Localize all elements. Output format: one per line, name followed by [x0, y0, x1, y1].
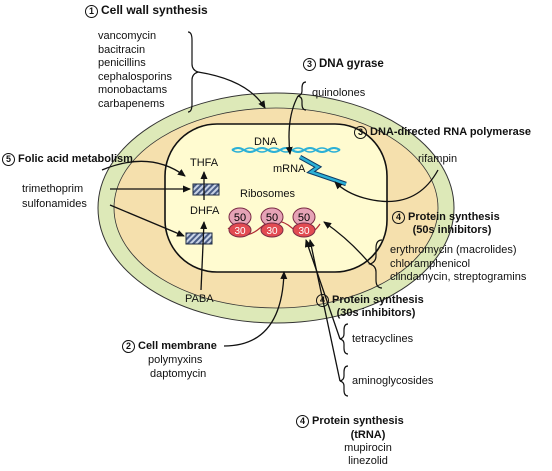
thfa-label: THFA — [190, 157, 219, 169]
cell-membrane-arrow — [223, 271, 288, 347]
cell-wall-arrow — [197, 71, 266, 109]
cell-wall-brace — [187, 31, 200, 113]
protein-trna-title-line2: (tRNA) — [350, 429, 386, 441]
ribosome-1: 50 30 — [228, 207, 252, 238]
tetracyclines-brace — [339, 323, 349, 355]
drug-name: tetracyclines — [352, 333, 414, 345]
protein-50s-title-line2: (50s inhibitors) — [412, 224, 492, 236]
drug-name: carbapenems — [98, 97, 165, 110]
drug-name: quinolones — [312, 87, 366, 99]
paba-to-dhfa-arrow — [200, 221, 208, 291]
sulfonamides-arrow — [109, 204, 185, 237]
dna-gyrase-title: DNA gyrase — [319, 58, 384, 70]
protein-30s-title-line1: Protein synthesis — [332, 294, 424, 306]
dhfa-label: DHFA — [190, 205, 220, 217]
mrna-label: mRNA — [273, 163, 306, 175]
protein-50s-drug-list: erythromycin (macrolides) chloramphenico… — [390, 244, 526, 285]
ribosome-small-label: 30 — [298, 226, 310, 237]
drug-name: erythromycin (macrolides) — [390, 244, 517, 256]
drug-name: rifampin — [418, 153, 458, 165]
ribosomes-label: Ribosomes — [240, 188, 296, 200]
aminoglycosides-brace — [339, 365, 349, 397]
folic-acid-pointer — [101, 160, 186, 177]
dhfa-reductase-block — [192, 183, 220, 196]
drug-name: penicillins — [98, 57, 146, 70]
step-number-badge: 3 — [354, 126, 367, 139]
drug-name: trimethoprim — [22, 183, 84, 195]
drug-name: monobactams — [98, 84, 168, 97]
protein-30s-title-line2: (30s inhibitors) — [336, 307, 416, 319]
rna-polymerase-arrow — [334, 169, 439, 203]
drug-name: aminoglycosides — [352, 375, 434, 387]
protein-trna-title-line1: Protein synthesis — [312, 415, 404, 427]
ribosome-3: 50 30 — [292, 207, 316, 238]
paba-label: PABA — [185, 293, 214, 305]
cell-wall-drug-list: vancomycin bacitracin penicillins cephal… — [98, 30, 172, 112]
ribosome-small-label: 30 — [266, 226, 278, 237]
dna-label: DNA — [254, 136, 278, 148]
ribosome-2: 50 30 — [260, 207, 284, 238]
protein-50s-title-line1: Protein synthesis — [408, 211, 500, 223]
ribosome-large-label: 50 — [266, 212, 278, 224]
ribosome-30s-subunit — [228, 222, 252, 238]
drug-name: vancomycin — [98, 30, 157, 42]
cell-membrane-title: Cell membrane — [138, 340, 217, 352]
ribosome-30s-subunit — [292, 222, 316, 238]
drug-name: chloramphenicol — [390, 257, 471, 270]
drug-name: sulfonamides — [22, 198, 87, 210]
protein-30s-arrow-a — [304, 239, 341, 340]
cell-membrane-cytoplasm — [164, 123, 388, 273]
rna-polymerase-title: DNA-directed RNA polymerase — [370, 126, 531, 138]
step-number-badge: 4 — [392, 211, 405, 224]
drug-name: cephalosporins — [98, 70, 172, 83]
folic-acid-title: Folic acid metabolism — [18, 153, 133, 165]
step-number-badge: 2 — [122, 340, 135, 353]
ribosome-large-label: 50 — [298, 212, 310, 224]
step-number-badge: 3 — [303, 58, 316, 71]
cell-wall-title: Cell wall synthesis — [101, 3, 208, 17]
protein-50s-arrow — [323, 221, 371, 265]
ribosome-30s-subunit — [260, 222, 284, 238]
step-number-badge: 4 — [316, 294, 329, 307]
protein-30s-arrow-b — [308, 239, 341, 382]
ribosome-large-label: 50 — [234, 212, 246, 224]
ribosome-small-label: 30 — [234, 226, 246, 237]
drug-name: polymyxins — [148, 354, 203, 366]
gyrase-arrow — [285, 95, 299, 155]
drug-name: bacitracin — [98, 43, 146, 56]
drug-name: mupirocin — [344, 442, 392, 454]
drug-name: daptomycin — [150, 368, 207, 380]
dhfa-synthase-block — [185, 232, 213, 245]
step-number-badge: 4 — [296, 415, 309, 428]
mrna-strand-highlight — [299, 155, 347, 186]
step-number-badge: 5 — [2, 153, 15, 166]
drug-name: clindamycin, streptogramins — [390, 271, 527, 284]
drug-name: linezolid — [348, 455, 388, 467]
step-number-badge: 1 — [85, 5, 98, 18]
